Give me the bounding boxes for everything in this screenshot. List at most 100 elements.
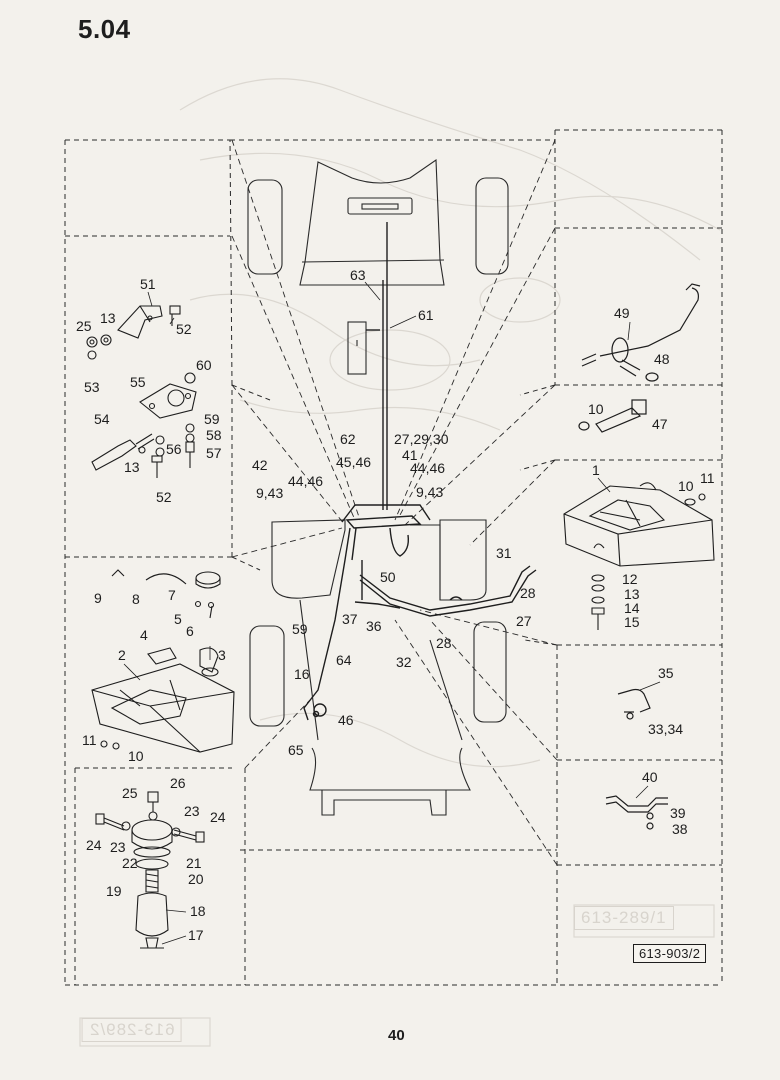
callout: 23: [184, 803, 200, 819]
callout: 52: [176, 321, 192, 337]
callout: 45,46: [336, 454, 371, 470]
callout: 56: [166, 441, 182, 457]
callout: 5: [174, 611, 182, 627]
callout: 52: [156, 489, 172, 505]
fastener-stack-60: [184, 372, 196, 468]
drain-fasteners-12-15: [591, 574, 605, 630]
callout: 10: [678, 478, 694, 494]
callout: 33,34: [648, 721, 683, 737]
callout: 28: [436, 635, 452, 651]
bracket-51: [117, 305, 181, 339]
callout: 24: [86, 837, 102, 853]
callout: 32: [396, 654, 412, 670]
callout: 11: [82, 732, 97, 748]
callout: 9: [94, 590, 102, 606]
callout: 47: [652, 416, 668, 432]
callout: 14: [624, 600, 640, 616]
callout: 25: [76, 318, 92, 334]
callout: 24: [210, 809, 226, 825]
callout: 61: [418, 307, 434, 323]
callout: 54: [94, 411, 110, 427]
callout: 13: [624, 586, 640, 602]
filler-cap-7: [111, 569, 221, 619]
callout: 50: [380, 569, 396, 585]
callout: 49: [614, 305, 630, 321]
callout: 12: [622, 571, 638, 587]
page-number: 40: [388, 1027, 405, 1044]
callout: 6: [186, 623, 194, 639]
callout: 26: [170, 775, 186, 791]
clip-35: [617, 688, 651, 720]
bleed-through-ghost: [79, 78, 721, 1047]
callout: 9,43: [416, 484, 443, 500]
fuel-filter-assembly: [95, 791, 205, 949]
drawing-number-box: 613-903/2: [633, 944, 707, 963]
callout: 31: [496, 545, 512, 561]
callout: 19: [106, 883, 122, 899]
callout: 25: [122, 785, 138, 801]
fuel-tank-2: [91, 647, 235, 753]
bracket-40: [605, 795, 668, 830]
callout: 55: [130, 374, 146, 390]
callout: 4: [140, 627, 148, 643]
callout: 13: [100, 310, 116, 326]
callout: 62: [340, 431, 356, 447]
bleed-through-stamp: 613-289/1: [574, 906, 674, 930]
callout: 64: [336, 652, 352, 668]
clamp-55: [139, 383, 197, 419]
panel-frames: [64, 129, 723, 986]
callout: 40: [642, 769, 658, 785]
callout: 53: [84, 379, 100, 395]
callout: 28: [520, 585, 536, 601]
callout: 9,43: [256, 485, 283, 501]
callout: 15: [624, 614, 640, 630]
callout: 20: [188, 871, 204, 887]
washers-25-13: [86, 334, 112, 360]
callout: 22: [122, 855, 138, 871]
callout: 63: [350, 267, 366, 283]
bolt-52: [138, 446, 163, 478]
callout: 17: [188, 927, 204, 943]
callout: 51: [140, 276, 156, 292]
callout: 36: [366, 618, 382, 634]
callout: 59: [292, 621, 308, 637]
callout: 16: [294, 666, 310, 682]
callout: 48: [654, 351, 670, 367]
callout: 7: [168, 587, 176, 603]
callout: 39: [670, 805, 686, 821]
tee-fitting-49: [581, 283, 701, 382]
callout: 44,46: [410, 460, 445, 476]
callout: 44,46: [288, 473, 323, 489]
callout: 2: [118, 647, 126, 663]
callout: 37: [342, 611, 358, 627]
fitting-47: [578, 399, 647, 433]
callout: 60: [196, 357, 212, 373]
callout: 42: [252, 457, 268, 473]
callout: 10: [588, 401, 604, 417]
callout: 57: [206, 445, 222, 461]
callout: 1: [592, 462, 600, 478]
tractor-outline: [247, 158, 509, 816]
callout: 38: [672, 821, 688, 837]
callout: 21: [186, 855, 202, 871]
fuel-tank-1: [563, 482, 715, 567]
callout: 59: [204, 411, 220, 427]
callout: 13: [124, 459, 140, 475]
leader-lines: [231, 139, 558, 866]
callout: 11: [700, 470, 715, 486]
callout: 35: [658, 665, 674, 681]
section-number: 5.04: [78, 14, 131, 44]
callout: 10: [128, 748, 144, 764]
callout: 18: [190, 903, 206, 919]
callout: 58: [206, 427, 222, 443]
callout: 27: [516, 613, 532, 629]
callout: 65: [288, 742, 304, 758]
callout: 3: [218, 647, 226, 663]
fuel-lines: [303, 222, 537, 721]
callout-labels: 63 61 62 27,29,30 41 45,46 44,46 44,46 4…: [76, 267, 715, 943]
callout: 46: [338, 712, 354, 728]
callout: 41: [402, 447, 418, 463]
bleed-through-stamp-mirrored: 613-289/2: [82, 1018, 182, 1042]
